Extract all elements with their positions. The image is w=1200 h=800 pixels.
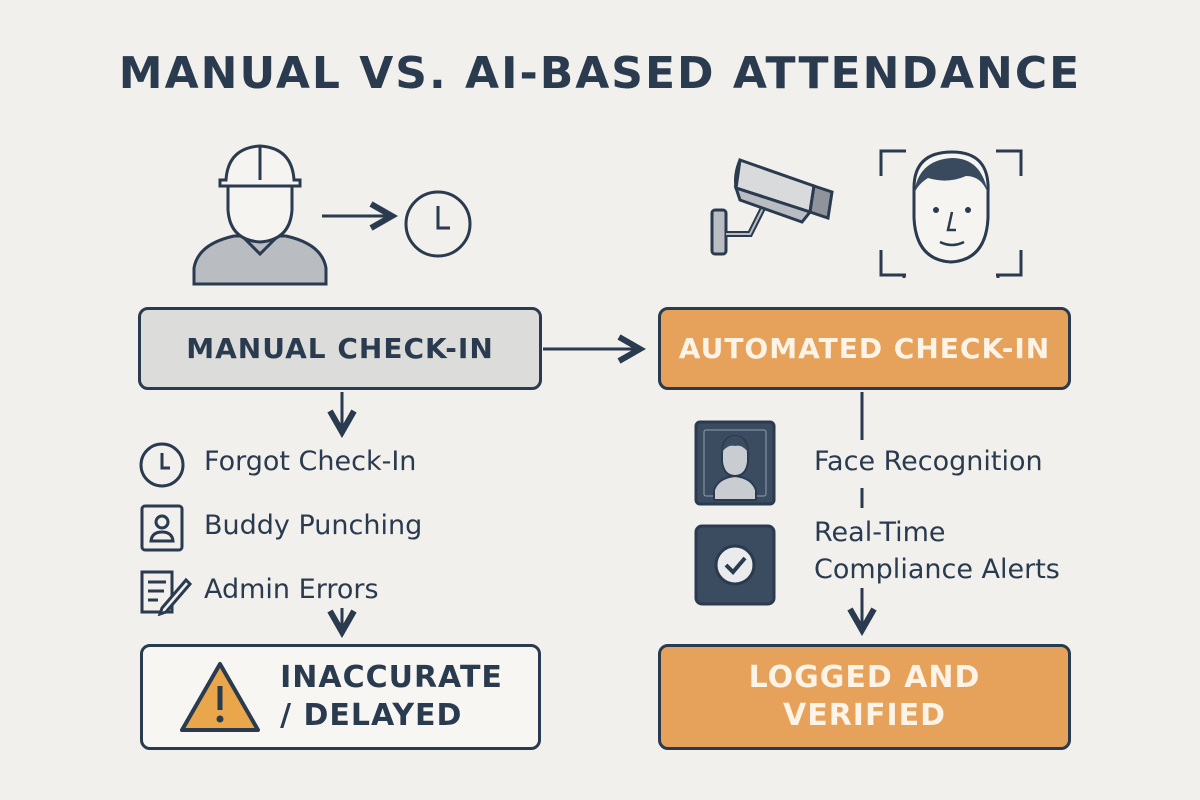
issue-buddy-punching: Buddy Punching bbox=[204, 510, 423, 541]
warning-icon bbox=[180, 662, 261, 732]
id-badge-icon bbox=[140, 504, 184, 552]
face-recognition-icon bbox=[694, 420, 776, 506]
feature-face-recognition: Face Recognition bbox=[814, 446, 1043, 477]
page-title: MANUAL VS. AI-BASED ATTENDANCE bbox=[118, 48, 1082, 99]
logged-verified-box: LOGGED AND VERIFIED bbox=[658, 644, 1071, 750]
document-pen-icon bbox=[140, 570, 192, 616]
security-camera-icon bbox=[710, 157, 834, 256]
issue-forgot-check-in: Forgot Check-In bbox=[204, 446, 417, 477]
inaccurate-delayed-text: INACCURATE / DELAYED bbox=[280, 659, 503, 735]
automated-check-in-box: AUTOMATED CHECK-IN bbox=[658, 307, 1071, 390]
automated-check-in-label: AUTOMATED CHECK-IN bbox=[678, 332, 1051, 365]
feature-real-time-line1: Real-Time bbox=[814, 517, 946, 548]
manual-check-in-box: MANUAL CHECK-IN bbox=[138, 307, 542, 390]
logged-verified-text: LOGGED AND VERIFIED bbox=[749, 659, 981, 735]
construction-worker-icon bbox=[192, 144, 328, 286]
face-scan-icon bbox=[879, 149, 1023, 278]
feature-real-time-line2: Compliance Alerts bbox=[814, 554, 1060, 585]
inaccurate-delayed-box: INACCURATE / DELAYED bbox=[140, 644, 541, 750]
logged-line1: LOGGED AND bbox=[748, 660, 981, 695]
outcome-line2: / DELAYED bbox=[280, 698, 463, 733]
logged-line2: VERIFIED bbox=[782, 698, 947, 733]
outcome-line1: INACCURATE bbox=[280, 660, 503, 695]
issue-admin-errors: Admin Errors bbox=[204, 574, 379, 605]
feature-real-time-alerts: Real-Time Compliance Alerts bbox=[814, 514, 1060, 588]
clock-icon bbox=[139, 442, 185, 488]
manual-check-in-label: MANUAL CHECK-IN bbox=[186, 332, 494, 365]
clock-icon bbox=[404, 190, 472, 258]
check-badge-icon bbox=[694, 524, 776, 606]
